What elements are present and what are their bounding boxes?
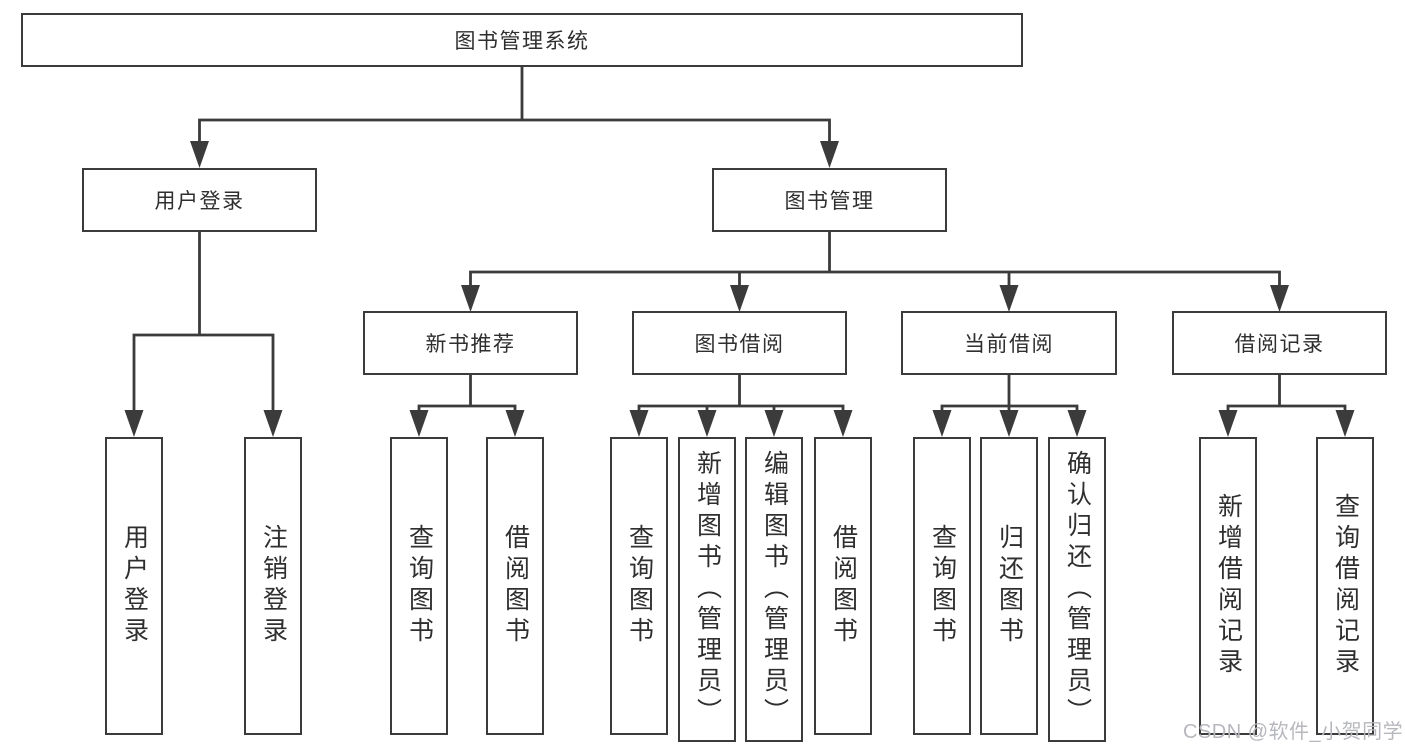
leaf-current-query-book-label: 查询图书 xyxy=(928,524,957,648)
watermark: CSDN @软件_小贺同学 xyxy=(1183,721,1404,743)
leaf-edit-book-admin-label: 编辑图书（管理员） xyxy=(760,450,789,729)
leaf-borrow-book: 借阅图书 xyxy=(814,437,872,735)
node-current-borrow: 当前借阅 xyxy=(901,311,1117,375)
leaf-add-borrow-record: 新增借阅记录 xyxy=(1199,437,1257,735)
arrowheads xyxy=(124,141,1355,437)
leaf-return-book-label: 归还图书 xyxy=(995,524,1024,648)
leaf-return-book: 归还图书 xyxy=(980,437,1038,735)
leaf-confirm-return-admin: 确认归还（管理员） xyxy=(1048,437,1106,742)
leaf-recommend-borrow-book: 借阅图书 xyxy=(486,437,544,735)
leaf-logout-label: 注销登录 xyxy=(259,524,288,648)
node-book-borrow: 图书借阅 xyxy=(632,311,847,375)
node-root-label: 图书管理系统 xyxy=(454,30,590,53)
leaf-borrow-book-label: 借阅图书 xyxy=(829,524,858,648)
node-current-borrow-label: 当前借阅 xyxy=(964,333,1054,356)
leaf-recommend-query-book-label: 查询图书 xyxy=(405,524,434,648)
leaf-add-book-admin: 新增图书（管理员） xyxy=(678,437,736,742)
node-borrow-record-label: 借阅记录 xyxy=(1234,333,1325,356)
node-book-management: 图书管理 xyxy=(712,168,947,232)
node-new-book-recommend-label: 新书推荐 xyxy=(425,333,516,356)
leaf-recommend-query-book: 查询图书 xyxy=(390,437,448,735)
node-book-borrow-label: 图书借阅 xyxy=(694,333,785,356)
leaf-current-query-book: 查询图书 xyxy=(913,437,971,735)
node-borrow-record: 借阅记录 xyxy=(1172,311,1387,375)
leaf-recommend-borrow-book-label: 借阅图书 xyxy=(501,524,530,648)
leaf-query-borrow-record: 查询借阅记录 xyxy=(1316,437,1374,735)
leaf-query-borrow-record-label: 查询借阅记录 xyxy=(1331,493,1360,679)
leaf-confirm-return-admin-label: 确认归还（管理员） xyxy=(1063,450,1092,729)
leaf-borrow-query-book-label: 查询图书 xyxy=(625,524,654,648)
node-root: 图书管理系统 xyxy=(21,13,1023,67)
leaf-add-book-admin-label: 新增图书（管理员） xyxy=(693,450,722,729)
leaf-user-login-label: 用户登录 xyxy=(120,524,149,648)
node-book-management-label: 图书管理 xyxy=(784,190,875,213)
leaf-logout: 注销登录 xyxy=(244,437,302,735)
leaf-borrow-query-book: 查询图书 xyxy=(610,437,668,735)
leaf-add-borrow-record-label: 新增借阅记录 xyxy=(1214,493,1243,679)
leaf-edit-book-admin: 编辑图书（管理员） xyxy=(745,437,803,742)
leaf-user-login: 用户登录 xyxy=(105,437,163,735)
node-user-login-label: 用户登录 xyxy=(154,190,245,213)
node-new-book-recommend: 新书推荐 xyxy=(363,311,578,375)
node-user-login: 用户登录 xyxy=(82,168,317,232)
